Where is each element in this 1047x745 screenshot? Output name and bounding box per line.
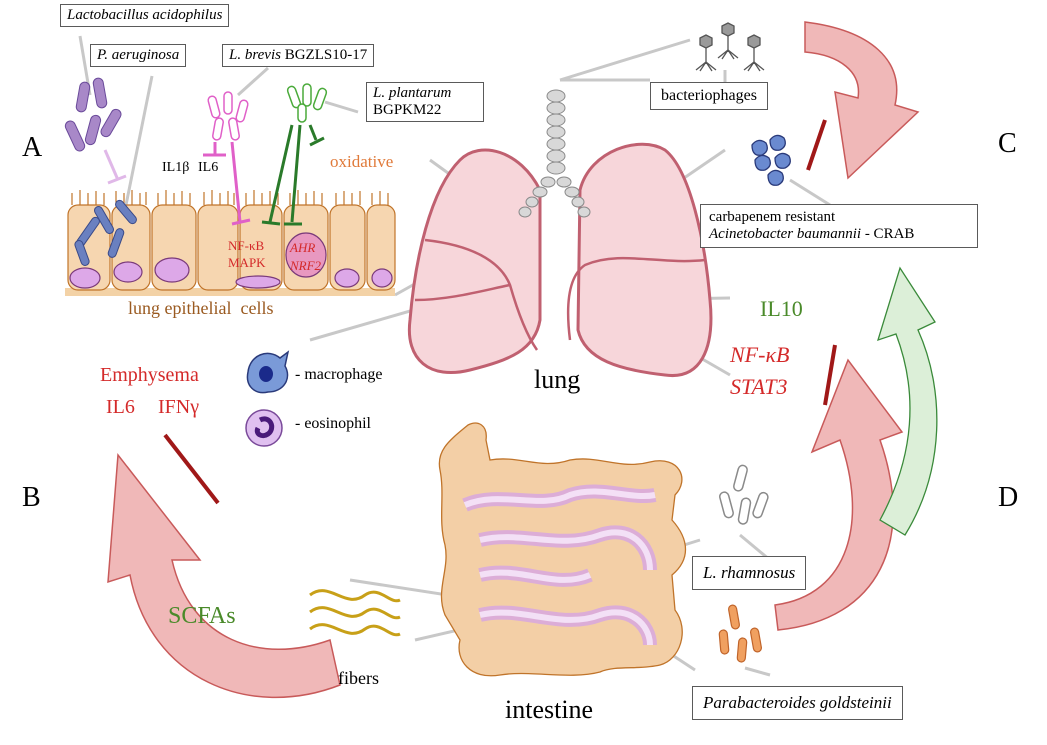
l-plantarum-species: L. plantarum	[373, 85, 452, 101]
scfas-label: SCFAs	[168, 603, 236, 629]
panel-label-b: B	[22, 482, 41, 513]
lung-label: lung	[534, 365, 581, 394]
inhibition-bar-c	[806, 119, 827, 171]
crab-species: Acinetobacter baumannii	[709, 226, 862, 242]
plantarum-pathways	[261, 124, 325, 226]
brevis-pathways	[203, 141, 251, 226]
eosinophil-icon	[245, 409, 283, 447]
intestine	[438, 422, 686, 677]
ahr-label: AHR	[290, 240, 316, 255]
il6-small-label: IL6	[198, 160, 219, 175]
stat3-label: STAT3	[730, 374, 788, 399]
acidophilus-inhibition	[103, 149, 127, 185]
epithelial-cells	[65, 190, 396, 296]
crab-line1: carbapenem resistant	[709, 209, 836, 225]
lungs	[407, 89, 713, 378]
l-acidophilus-bacteria	[64, 77, 122, 152]
nfkb-right-label: NF-κB	[730, 342, 790, 367]
lung-epithelial-label: lung epithelial cells	[128, 298, 274, 318]
fibers-icon	[309, 589, 401, 637]
bacteriophages-icons	[695, 22, 765, 72]
l-plantarum-strain: BGPKM22	[373, 102, 442, 118]
l-acidophilus-label: Lactobacillus acidophilus	[60, 4, 230, 27]
eosinophil-label: - eosinophil	[295, 415, 371, 432]
l-plantarum-label: L. plantarum BGPKM22	[366, 82, 484, 122]
nrf2-label: NRF2	[290, 258, 322, 273]
intestine-label: intestine	[505, 695, 594, 724]
panel-label-c: C	[998, 128, 1017, 159]
crab-bacteria	[751, 134, 791, 186]
il1b-label: IL1β	[162, 160, 190, 175]
l-brevis-bacteria	[207, 91, 249, 141]
macrophage-label: - macrophage	[295, 366, 383, 383]
panel-label-d: D	[998, 482, 1019, 513]
p-goldsteinii-label: Parabacteroides goldsteinii	[692, 686, 903, 720]
l-brevis-species: L. brevis	[229, 47, 281, 63]
p-aeruginosa-label: P. aeruginosa	[90, 44, 187, 67]
arrow-d-red	[774, 358, 904, 631]
mapk-cell-label: MAPK	[228, 255, 266, 270]
fibers-label: fibers	[338, 668, 379, 688]
l-brevis-strain: BGZLS10-17	[284, 47, 368, 63]
crab-suffix: - CRAB	[861, 226, 915, 242]
panel-label-a: A	[22, 132, 43, 163]
l-brevis-label: L. brevis BGZLS10-17	[222, 44, 375, 67]
l-rhamnosus-label: L. rhamnosus	[692, 556, 807, 590]
macrophage-icon	[246, 350, 290, 394]
oxidative-label: oxidative	[330, 152, 394, 171]
ifng-label: IFNγ	[158, 396, 200, 418]
il10-label: IL10	[760, 296, 803, 321]
arrow-c	[804, 21, 920, 180]
emphysema-label: Emphysema	[100, 364, 199, 386]
inhibition-bar-b	[163, 433, 220, 505]
arrow-d-green	[877, 266, 938, 536]
p-goldsteinii-bacteria	[718, 604, 762, 663]
bacteriophages-label: bacteriophages	[650, 82, 768, 110]
crab-label: carbapenem resistant Acinetobacter bauma…	[700, 204, 978, 248]
l-plantarum-bacteria	[286, 83, 328, 123]
arrow-b	[107, 453, 341, 699]
l-rhamnosus-bacteria	[719, 464, 769, 525]
il6-label: IL6	[106, 396, 135, 418]
nfkb-cell-label: NF-κB	[228, 238, 265, 253]
inhibition-bar-d	[823, 344, 837, 406]
